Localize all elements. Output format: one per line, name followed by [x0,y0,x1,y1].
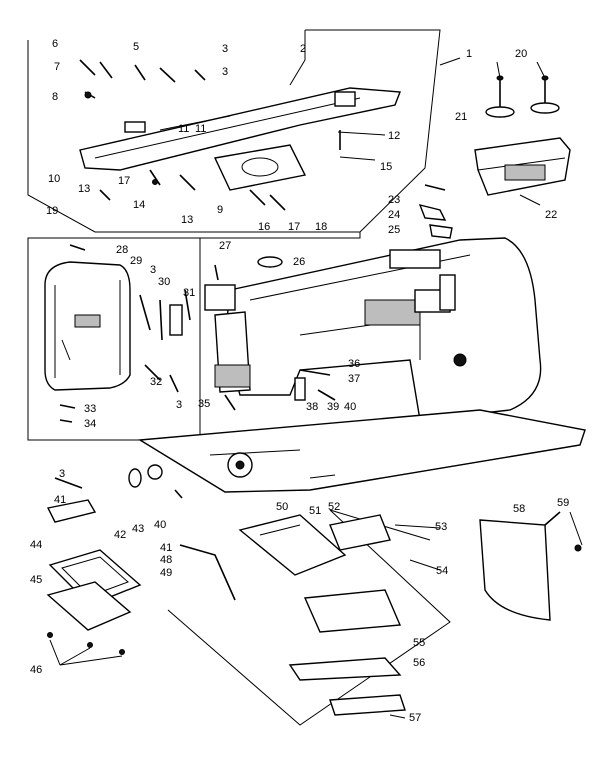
callout-label: 51 [309,505,321,517]
callout-label: 3 [222,43,228,55]
callout-label: 25 [388,224,400,236]
callout-label: 33 [84,403,96,415]
callout-label: 26 [293,256,305,268]
callout-label: 17 [118,175,130,187]
callout-label: 37 [348,373,360,385]
callout-label: 45 [30,574,42,586]
callout-label: 16 [258,221,270,233]
feed-dog-part [179,514,391,601]
callout-label: 10 [48,173,60,185]
callout-label: 41 [54,494,66,506]
spool-pins-part [485,75,560,118]
center-small-parts [214,256,336,401]
top-cover-part [474,137,571,196]
callout-label: 31 [183,287,195,299]
callout-label: 49 [160,567,172,579]
side-cover-part [479,511,582,621]
callout-label: 15 [380,161,392,173]
callout-label: 19 [46,205,58,217]
callout-label: 13 [78,183,90,195]
machine-head-part [224,237,542,421]
callout-label: 3 [150,264,156,276]
callout-label: 5 [133,41,139,53]
callout-label: 3 [59,468,65,480]
callout-label: 7 [54,61,60,73]
center-panel-outline [200,232,361,239]
bottom-plate-part [288,589,406,716]
callout-label: 12 [388,130,400,142]
callout-label: 38 [306,401,318,413]
presser-parts [46,464,183,523]
throat-plate-part [46,549,142,655]
callout-label: 48 [160,554,172,566]
callout-label: 56 [413,657,425,669]
callout-labels: 1 2 3 3 5 6 7 8 9 10 11 11 12 13 13 14 1… [30,38,569,724]
tension-parts [418,184,453,239]
callout-label: 53 [435,521,447,533]
callout-label: 18 [315,221,327,233]
callout-label: 34 [84,418,96,430]
callout-label: 52 [328,501,340,513]
callout-label: 11 [178,123,189,135]
callout-label: 9 [217,204,223,216]
bed-plate-part [79,87,401,171]
callout-label: 3 [222,66,228,78]
leader-lines [49,30,583,719]
callout-label: 30 [158,276,170,288]
callout-label: 42 [114,529,126,541]
callout-label: 41 [160,542,172,554]
callout-label: 24 [388,209,400,221]
callout-label: 36 [348,358,360,370]
callout-label: 17 [288,221,300,233]
face-cover-parts [59,244,191,423]
callout-label: 50 [276,501,288,513]
callout-label: 3 [176,399,182,411]
slide-plate-part [213,144,307,191]
callout-label: 58 [513,503,525,515]
callout-label: 6 [52,38,58,50]
callout-label: 21 [455,111,467,123]
callout-label: 22 [545,209,557,221]
callout-label: 2 [300,43,306,55]
callout-label: 23 [388,194,400,206]
callout-label: 27 [219,240,231,252]
callout-label: 32 [150,376,162,388]
callout-label: 8 [52,91,58,103]
callout-label: 46 [30,664,42,676]
face-cover-part [44,261,131,391]
callout-label: 43 [132,523,144,535]
callout-label: 1 [466,48,472,60]
callout-label: 39 [327,401,339,413]
needle-bar-parts [204,284,251,411]
callout-label: 40 [344,401,356,413]
machine-base-part [137,409,586,493]
callout-label: 14 [133,199,145,211]
callout-label: 40 [154,519,166,531]
callout-label: 54 [436,565,448,577]
callout-label: 57 [409,712,421,724]
callout-label: 13 [181,214,193,226]
callout-label: 29 [130,255,142,267]
callout-label: 35 [198,398,210,410]
callout-label: 55 [413,637,425,649]
callout-label: 44 [30,539,42,551]
screw-parts-top [79,59,341,211]
callout-label: 11 [195,123,206,135]
callout-label: 20 [515,48,527,60]
callout-label: 28 [116,244,128,256]
callout-label: 59 [557,497,569,509]
